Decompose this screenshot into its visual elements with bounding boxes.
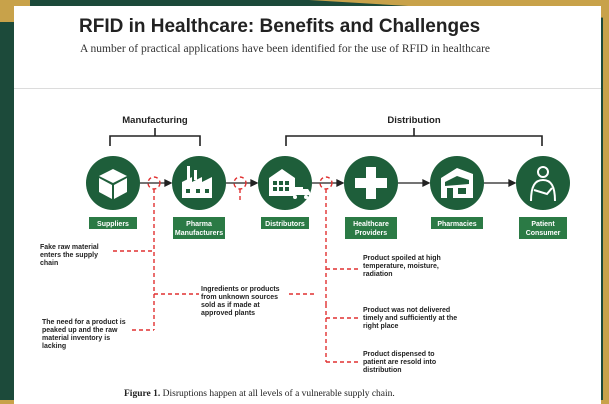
pharmacy-store-icon [441,168,473,198]
warehouse-truck-icon [269,169,310,199]
node-label: Providers [355,230,387,237]
bracket-manufacturing [109,135,201,146]
article-card: RFID in Healthcare: Benefits and Challen… [14,6,601,404]
figure-caption: Figure 1. Disruptions happen at all leve… [124,389,395,399]
edge-accent-right [603,0,609,404]
node-label-box [261,217,309,229]
disruption-text: Product dispensed to [363,351,435,358]
page-subtitle: A number of practical applications have … [80,43,491,55]
node-label: Patient [531,221,555,228]
disruption-text: material inventory is [42,335,110,342]
node-label-box [345,217,397,239]
flow-arrowhead [422,178,431,188]
node-label: Manufacturers [175,230,223,237]
node-label-box [431,217,483,229]
disruption-text: distribution [363,367,402,374]
supply-chain-diagram: Manufacturing Distribution [40,115,570,374]
section-label-distribution: Distribution [387,115,440,126]
disruption-text: from unknown sources [201,294,278,301]
node-label: Distributors [265,221,305,228]
patient-icon [530,166,556,202]
flow-arrowhead [508,178,517,188]
node-label: Suppliers [97,221,129,228]
disruption-text: enters the supply [40,252,98,259]
figure-caption-label: Figure 1. [124,389,161,399]
box-icon [99,169,127,199]
node-circle-patient [516,156,570,210]
section-label-manufacturing: Manufacturing [122,115,188,126]
disruption-text: timely and sufficiently at the [363,315,457,322]
divider [14,88,601,89]
disruption-text: temperature, moisture, [363,263,439,270]
disruption-text: chain [40,260,58,267]
node-label: Pharma [186,221,212,228]
node-label-box [519,217,567,239]
flow-arrowhead [164,178,173,188]
disruption-text: radiation [363,271,393,278]
disruption-text: sold as if made at [201,302,260,309]
node-label: Healthcare [353,221,389,228]
figure-caption-text: Disruptions happen at all levels of a vu… [162,389,395,399]
node-label-box [89,217,137,229]
disruption-text: right place [363,323,399,330]
node-label-box [173,217,225,239]
flow-arrowhead [336,178,345,188]
disruption-text: peaked up and the raw [42,327,118,334]
disruption-text: Fake raw material [40,244,99,251]
flow-arrowhead [250,178,259,188]
disruption-text: Product was not delivered [363,307,450,314]
disruption-text: The need for a product is [42,319,126,326]
disruption-text: Ingredients or products [201,286,280,293]
node-label: Pharmacies [437,221,476,228]
factory-icon [182,166,212,198]
page-title: RFID in Healthcare: Benefits and Challen… [79,16,481,37]
disruption-text: patient are resold into [363,359,436,366]
medical-cross-icon [355,167,387,199]
disruption-text: lacking [42,343,66,350]
node-label: Consumer [526,230,561,237]
bracket-distribution [285,135,543,146]
disruption-text: approved plants [201,310,255,317]
disruption-text: Product spoiled at high [363,255,441,262]
